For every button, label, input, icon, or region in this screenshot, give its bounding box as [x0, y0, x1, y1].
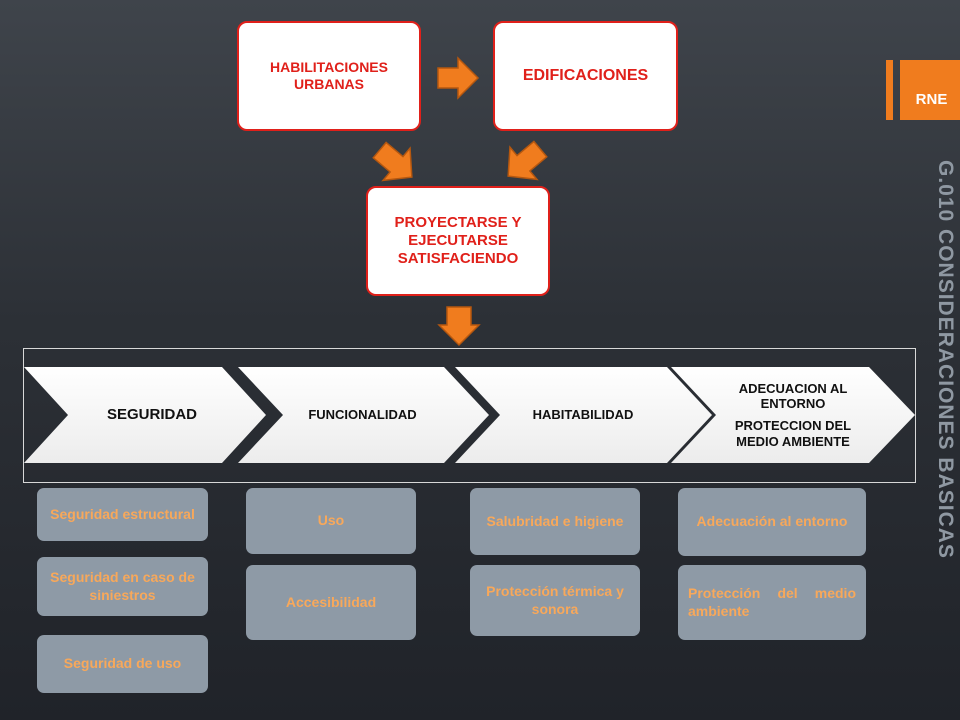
card-seguridad-estructural: Seguridad estructural [37, 488, 208, 541]
right-arrow-icon [437, 56, 480, 100]
habilitaciones-urbanas-label: HABILITACIONES URBANAS [270, 59, 388, 92]
down-right-arrow-icon [372, 141, 413, 182]
chevron-funcionalidad [238, 367, 489, 463]
band-label-seguridad: SEGURIDAD [106, 406, 197, 423]
edificaciones-label: EDIFICACIONES [522, 67, 649, 84]
card-adecuacion-entorno: Adecuación al entorno [678, 488, 866, 556]
card-uso: Uso [246, 488, 416, 554]
rne-tag-background [900, 60, 960, 120]
edificaciones-box: EDIFICACIONES [493, 21, 678, 131]
requirements-band-frame [23, 348, 916, 483]
band-label-habitabilidad: HABITABILIDAD [532, 407, 634, 423]
proyectarse-label: PROYECTARSE Y EJECUTARSE SATISFACIENDO [394, 214, 522, 267]
side-title: G.010 CONSIDERACIONES BASICAS [934, 160, 957, 559]
rne-tag: RNE [915, 90, 948, 108]
chevron-seguridad [24, 367, 266, 463]
band-label-entorno: ADECUACION AL ENTORNO PROTECCION DEL MED… [718, 372, 868, 458]
down-arrow-icon [437, 306, 481, 347]
card-seguridad-siniestros: Seguridad en caso de siniestros [37, 557, 208, 616]
down-left-arrow-icon [507, 140, 548, 181]
card-salubridad: Salubridad e higiene [470, 488, 640, 555]
card-accesibilidad: Accesibilidad [246, 565, 416, 640]
band-label-funcionalidad: FUNCIONALIDAD [308, 407, 417, 423]
band-label-entorno-line2: PROTECCION DEL MEDIO AMBIENTE [734, 418, 852, 449]
rne-accent-bar-thin [886, 60, 893, 120]
habilitaciones-urbanas-box: HABILITACIONES URBANAS [237, 21, 421, 131]
card-proteccion-termica: Protección térmica y sonora [470, 565, 640, 636]
band-label-entorno-line1: ADECUACION AL ENTORNO [738, 380, 848, 412]
chevron-habitabilidad [455, 367, 712, 463]
card-seguridad-uso: Seguridad de uso [37, 635, 208, 693]
card-proteccion-medio: Protección del medio ambiente [678, 565, 866, 640]
proyectarse-box: PROYECTARSE Y EJECUTARSE SATISFACIENDO [366, 186, 550, 296]
chevron-entorno [671, 367, 915, 463]
